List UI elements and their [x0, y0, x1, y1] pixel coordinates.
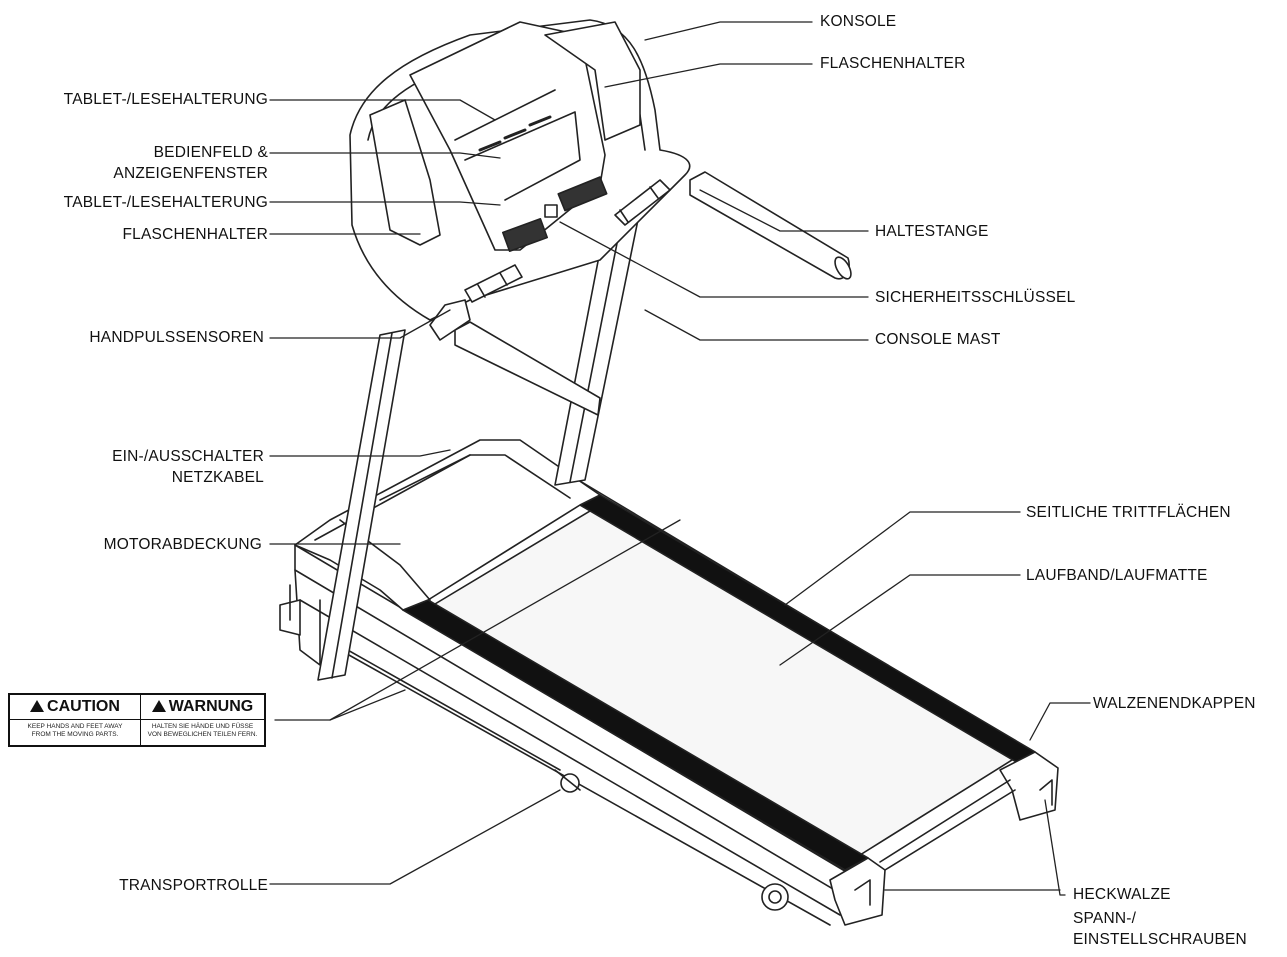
caution-text-line1: KEEP HANDS AND FEET AWAY: [27, 723, 123, 730]
label-transportrolle: TRANSPORTROLLE: [119, 877, 268, 894]
caution-text-line2: FROM THE MOVING PARTS.: [31, 731, 119, 738]
rear-end-cap-left: [829, 857, 886, 926]
crossbar: [454, 321, 601, 416]
caution-title: CAUTION: [47, 698, 120, 715]
warning-triangle-icon: [30, 700, 45, 712]
label-heckwalze: HECKWALZE: [1073, 886, 1171, 903]
label-flaschenhalter-left: FLASCHENHALTER: [122, 226, 268, 243]
warnung-panel: WARNUNG HALTEN SIE HÄNDE UND FÜSSE VON B…: [141, 695, 264, 745]
label-tablet-halterung-bottom: TABLET-/LESEHALTERUNG: [63, 194, 268, 211]
warnung-title: WARNUNG: [168, 698, 254, 715]
bottle-holder-right: [544, 21, 641, 141]
label-laufband: LAUFBAND/LAUFMATTE: [1026, 567, 1208, 584]
hand-pulse-sensor-left: [464, 264, 523, 303]
label-ein-ausschalter: EIN-/AUSSCHALTER: [112, 448, 264, 465]
label-konsole: KONSOLE: [820, 13, 897, 30]
label-netzkabel: NETZKABEL: [171, 469, 264, 486]
warning-sticker: CAUTION KEEP HANDS AND FEET AWAY FROM TH…: [8, 693, 266, 747]
label-spann-line1: SPANN-/: [1073, 910, 1137, 927]
label-walzenendkappen: WALZENENDKAPPEN: [1093, 695, 1256, 712]
label-bedienfeld-line1: BEDIENFELD &: [153, 144, 268, 161]
caution-panel: CAUTION KEEP HANDS AND FEET AWAY FROM TH…: [10, 695, 141, 745]
label-flaschenhalter-right: FLASCHENHALTER: [820, 55, 966, 72]
warnung-text-line1: HALTEN SIE HÄNDE UND FÜSSE: [151, 723, 254, 730]
warning-triangle-icon: [151, 700, 166, 712]
warnung-text-line2: VON BEWEGLICHEN TEILEN FERN.: [147, 731, 258, 738]
label-haltestange: HALTESTANGE: [875, 223, 989, 240]
label-bedienfeld-line2: ANZEIGENFENSTER: [113, 165, 268, 182]
label-spann-line2: EINSTELLSCHRAUBEN: [1073, 931, 1247, 948]
label-motorabdeckung: MOTORABDECKUNG: [103, 536, 262, 553]
label-handpulssensoren: HANDPULSSENSOREN: [89, 329, 264, 346]
hand-pulse-sensor-right: [614, 179, 671, 226]
label-console-mast: CONSOLE MAST: [875, 331, 1001, 348]
leader-lines: [269, 21, 1091, 896]
handlebar-left: [429, 299, 471, 341]
label-tablet-halterung-top: TABLET-/LESEHALTERUNG: [63, 91, 268, 108]
rear-end-cap-right: [999, 751, 1059, 821]
label-seitliche-trittflaechen: SEITLICHE TRITTFLÄCHEN: [1026, 504, 1231, 521]
transport-wheel: [554, 769, 789, 911]
label-sicherheitsschluessel: SICHERHEITSSCHLÜSSEL: [875, 289, 1076, 306]
motor-cover: [294, 439, 601, 611]
